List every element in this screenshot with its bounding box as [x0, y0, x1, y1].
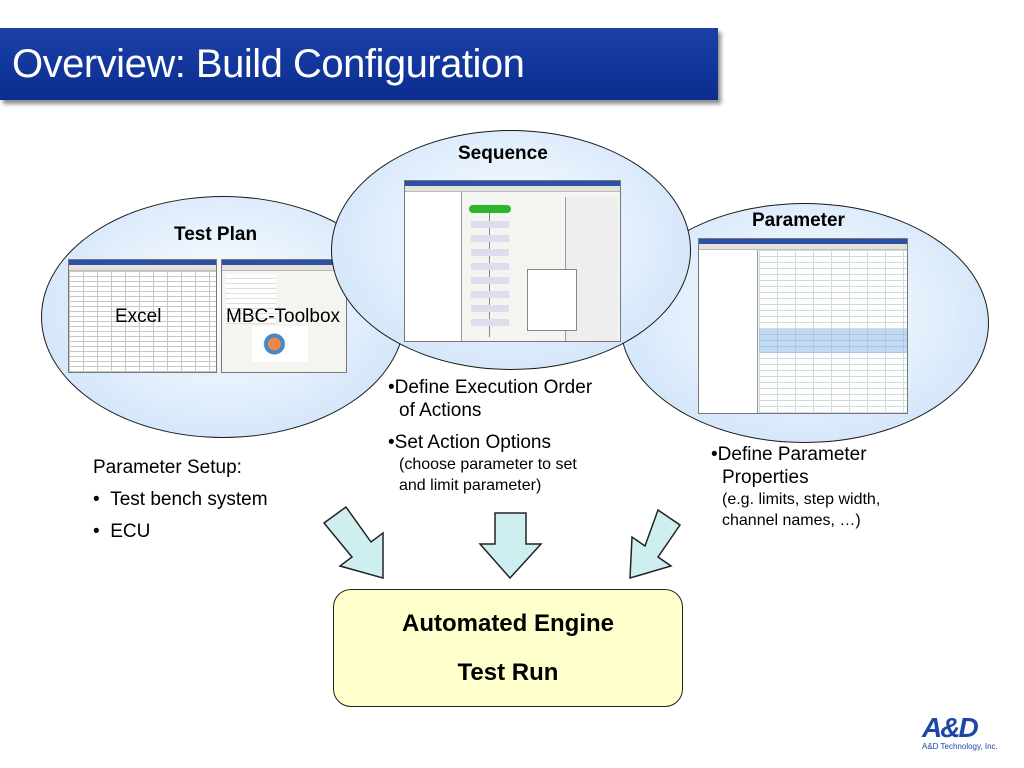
parameter-setup-item-1: • Test bench system — [93, 489, 268, 510]
sequence-screenshot — [404, 180, 621, 342]
slide-title: Overview: Build Configuration — [12, 42, 525, 86]
parameter-label: Parameter — [752, 210, 845, 231]
parameter-bullet-1-sub2: channel names, …) — [722, 512, 861, 529]
engine-line-2: Test Run — [457, 659, 559, 686]
center-arrow — [478, 512, 543, 580]
sequence-bullet-2-text: Set Action Options — [394, 432, 551, 453]
excel-label: Excel — [115, 306, 162, 327]
parameter-bullet-1-sub1: (e.g. limits, step width, — [722, 491, 881, 508]
logo-company: A&D Technology, Inc. — [922, 742, 998, 751]
parameter-setup-item-2: • ECU — [93, 521, 151, 542]
sequence-bullet-1: •Define Execution Order — [388, 377, 593, 398]
title-bar: Overview: Build Configuration — [0, 28, 718, 100]
sequence-bullet-1-text: Define Execution Order — [394, 377, 593, 398]
parameter-bullet-1-text: Define Parameter — [717, 444, 867, 465]
parameter-bullets: •Define Parameter Properties (e.g. limit… — [711, 443, 880, 531]
mbc-toolbox-screenshot — [221, 259, 347, 373]
company-logo: A&D A&D Technology, Inc. — [922, 712, 1012, 756]
parameter-setup-heading: Parameter Setup: — [93, 457, 242, 478]
right-arrow — [629, 508, 682, 580]
parameter-setup-item-1-text: Test bench system — [110, 489, 268, 510]
engine-line-1: Automated Engine — [401, 610, 614, 637]
parameter-bullet-1: •Define Parameter — [711, 444, 867, 465]
mbc-toolbox-label: MBC-Toolbox — [226, 306, 341, 327]
parameter-screenshot — [698, 238, 908, 414]
parameter-setup-item-2-text: ECU — [110, 521, 151, 542]
sequence-bullet-2-sub1: (choose parameter to set — [399, 456, 577, 473]
parameter-setup: Parameter Setup: • Test bench system • E… — [93, 452, 268, 548]
left-arrow — [322, 505, 384, 579]
automated-engine-box: Automated Engine Test Run — [333, 589, 683, 707]
sequence-bullet-1-cont: of Actions — [399, 400, 482, 421]
sequence-bullets: •Define Execution Order of Actions •Set … — [388, 376, 592, 496]
parameter-bullet-1-cont: Properties — [722, 467, 809, 488]
logo-mark: A&D — [922, 712, 979, 743]
sequence-label: Sequence — [458, 143, 548, 164]
sequence-bullet-2: •Set Action Options — [388, 432, 551, 453]
test-plan-label: Test Plan — [174, 224, 258, 245]
excel-screenshot — [68, 259, 217, 373]
sequence-bullet-2-sub2: and limit parameter) — [399, 477, 542, 494]
